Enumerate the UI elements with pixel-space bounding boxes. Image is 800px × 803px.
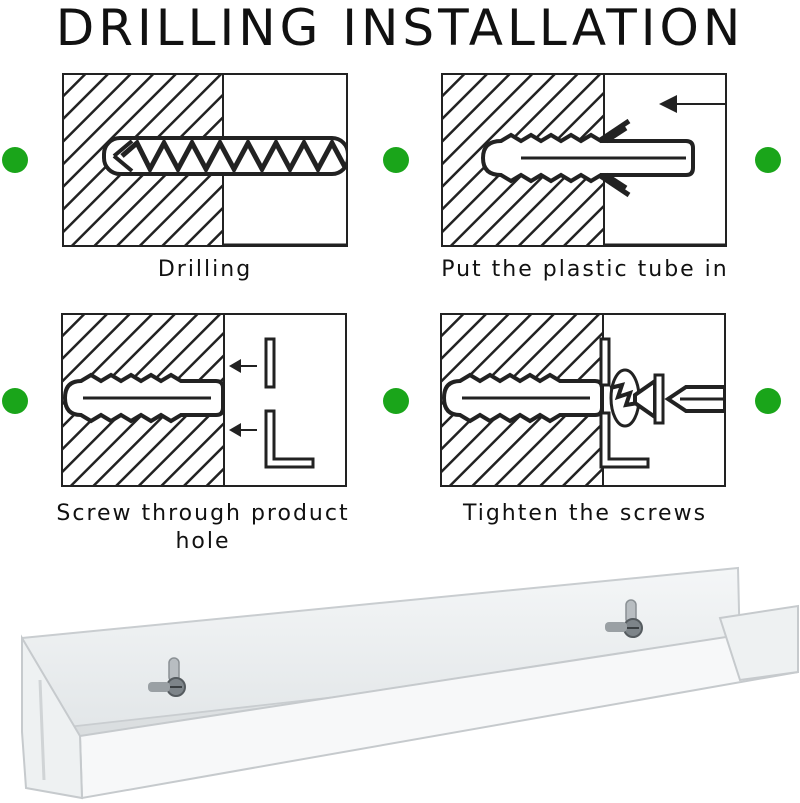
step-caption-screw-through: Screw through product hole (56, 501, 350, 554)
screw-icon (148, 657, 186, 697)
plastic-anchor-icon (480, 118, 695, 198)
bullet-dot-left-1 (2, 147, 28, 173)
acrylic-shelf-image (0, 560, 800, 803)
step-panel-plastic-tube (441, 73, 727, 247)
bullet-dot-mid-2 (383, 388, 409, 414)
arrow-left-icon (229, 423, 257, 437)
plastic-anchor-icon (62, 372, 225, 424)
plastic-anchor-icon (441, 372, 604, 424)
step-panel-drilling (62, 73, 348, 247)
page-title: DRILLING INSTALLATION (55, 0, 745, 57)
screw-icon (605, 599, 643, 638)
bracket-icon (264, 337, 315, 469)
step-caption-plastic-tube: Put the plastic tube in (441, 257, 729, 282)
step-caption-tighten: Tighten the screws (462, 501, 708, 526)
drill-bit-icon (102, 136, 348, 176)
step-caption-drilling: Drilling (157, 257, 253, 282)
bracket-icon (599, 337, 650, 469)
step-panel-tighten (440, 313, 726, 487)
arrow-left-icon (229, 359, 257, 373)
bullet-dot-right-1 (755, 147, 781, 173)
bullet-dot-left-2 (2, 388, 28, 414)
screwdriver-icon (664, 385, 726, 413)
bullet-dot-right-2 (755, 388, 781, 414)
step-panel-screw-through (61, 313, 347, 487)
bullet-dot-mid-1 (383, 147, 409, 173)
arrow-left-icon (659, 95, 725, 113)
screw-icon (609, 368, 665, 428)
